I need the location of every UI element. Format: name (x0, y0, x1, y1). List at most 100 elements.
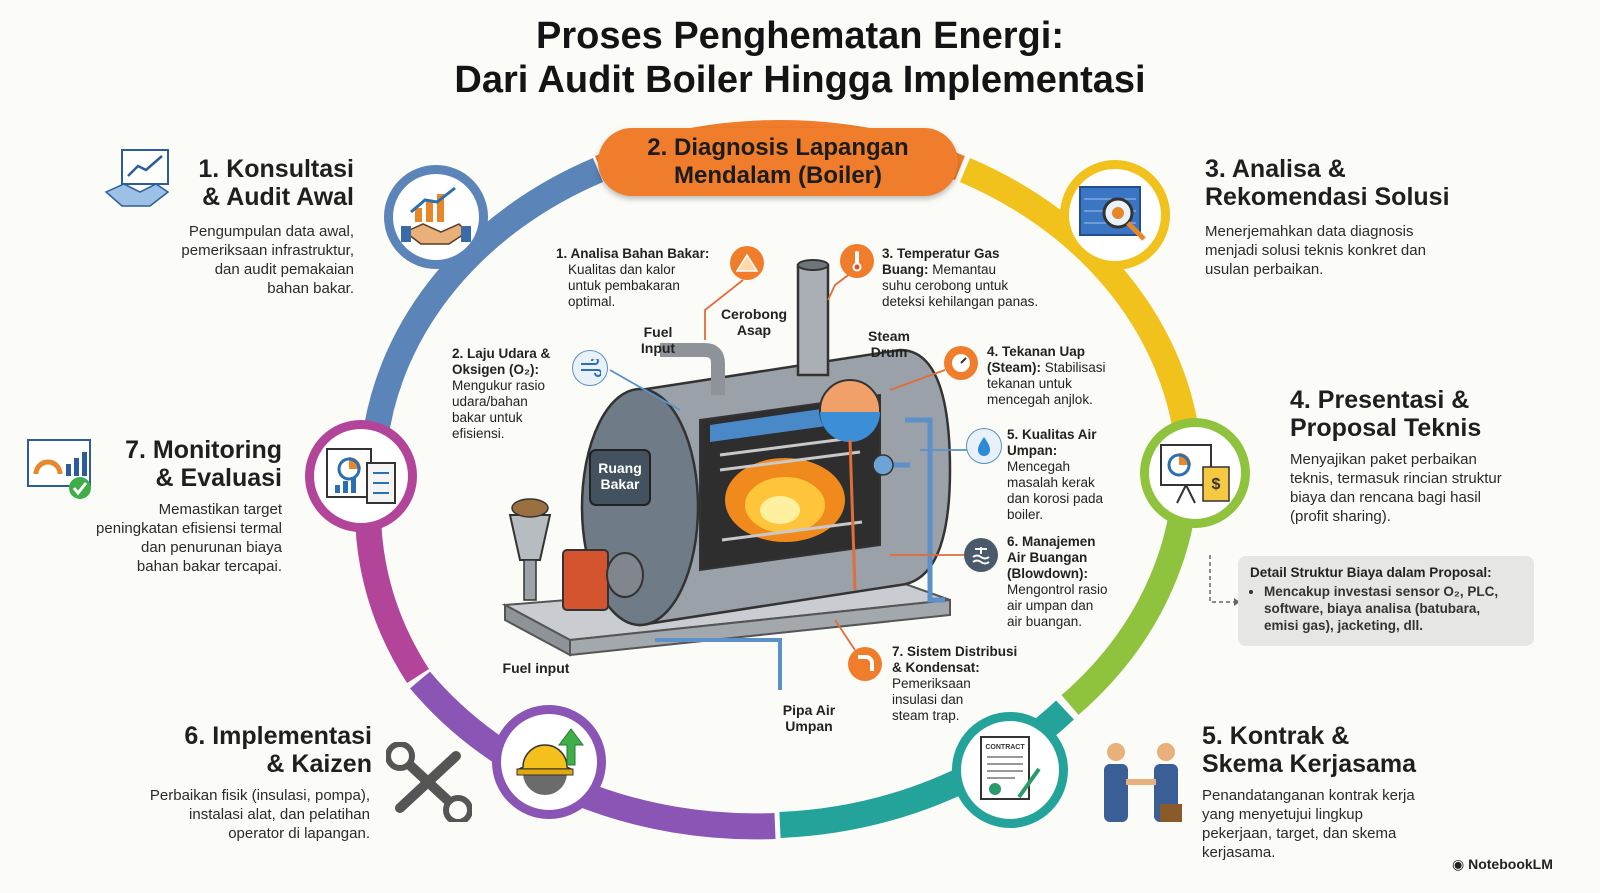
step3-title-line1: 3. Analisa & (1205, 155, 1346, 183)
cost-box-leader (1209, 555, 1234, 603)
callout-line: Stabilisasi (1044, 360, 1106, 375)
step1-title: 1. Konsultasi & Audit Awal (140, 155, 354, 211)
step1-title-line2: & Audit Awal (202, 183, 354, 211)
step4-desc-line: teknis, termasuk rincian struktur (1290, 470, 1502, 487)
airflow-icon (572, 350, 608, 386)
cost-structure-box: Detail Struktur Biaya dalam Proposal: Me… (1238, 556, 1534, 646)
blowdown-valve-icon (964, 538, 998, 572)
wrench-tools-icon (386, 742, 472, 822)
step7-description: Memastikan target peningkatan efisiensi … (30, 500, 282, 576)
step1-title-line1: 1. Konsultasi (198, 155, 354, 183)
callout-line: Pemeriksaan (892, 676, 971, 691)
step6-desc-line: Perbaikan fisik (insulasi, pompa), (149, 787, 370, 804)
fire-triangle-icon (730, 246, 764, 280)
step5-title-line2: Skema Kerjasama (1202, 750, 1417, 778)
callout-line: dan korosi pada (1007, 491, 1104, 506)
label-steam-drum: Steam Drum (858, 328, 920, 360)
callout-title: 2. Laju Udara & (452, 346, 551, 361)
label-line: Drum (870, 344, 908, 360)
callout-title: Air Buangan (1007, 550, 1088, 565)
step7-icon-circle (305, 420, 417, 532)
callout-line: efisiensi. (452, 426, 505, 441)
step6-desc-line: operator di lapangan. (228, 825, 370, 842)
label-line: Asap (736, 322, 772, 338)
callout-title: & Kondensat: (892, 660, 980, 675)
thermometer-icon (840, 244, 874, 278)
label-line: Cerobong (720, 306, 788, 322)
step5-desc-line: pekerjaan, target, dan skema (1202, 825, 1397, 842)
callout-flue-gas-temp: 3. Temperatur Gas Buang: Memantau suhu c… (882, 246, 1082, 310)
ring-arc-step3 (959, 158, 1198, 428)
callout-line: air umpan dan (1007, 598, 1094, 613)
title-line-2: Dari Audit Boiler Hingga Implementasi (454, 59, 1146, 101)
callout-line: untuk pembakaran (568, 278, 680, 293)
step4-desc-line: (profit sharing). (1290, 508, 1391, 525)
step5-description: Penandatanganan kontrak kerja yang menye… (1202, 786, 1482, 862)
label-chimney: Cerobong Asap (714, 306, 794, 338)
step5-desc-line: yang menyetujui lingkup (1202, 806, 1363, 823)
callout-line: tekanan untuk (987, 376, 1072, 391)
step3-desc-line: usulan perbaikan. (1205, 261, 1324, 278)
step3-title-line2: Rekomendasi Solusi (1205, 183, 1450, 211)
label-line: Steam (867, 328, 911, 344)
callout-title: 6. Manajemen (1007, 534, 1096, 549)
callout-line: air buangan. (1007, 614, 1083, 629)
step2-title-line1: 2. Diagnosis Lapangan (647, 134, 909, 161)
boiler-illustration (501, 259, 952, 690)
callout-title: 7. Sistem Distribusi (892, 644, 1018, 659)
step5-title: 5. Kontrak & Skema Kerjasama (1202, 722, 1482, 778)
callout-steam-pressure: 4. Tekanan Uap (Steam): Stabilisasi teka… (987, 344, 1137, 408)
callout-fuel-analysis: 1. Analisa Bahan Bakar: Kualitas dan kal… (556, 246, 726, 310)
cost-box-title: Detail Struktur Biaya dalam Proposal: (1250, 565, 1492, 580)
step7-title: 7. Monitoring & Evaluasi (90, 436, 282, 492)
step6-title: 6. Implementasi & Kaizen (130, 722, 372, 778)
step5-icon-circle: CONTRACT (952, 712, 1068, 828)
callout-line: suhu cerobong untuk (882, 278, 1009, 293)
step4-title-line1: 4. Presentasi & (1290, 386, 1470, 414)
business-handshake-icon (1104, 743, 1182, 822)
cost-box-line: software, biaya analisa (batubara, (1264, 601, 1481, 616)
callout-title: Oksigen (O₂): (452, 362, 540, 377)
callout-line: mencegah anjlok. (987, 392, 1093, 407)
label-combustion-chamber: Ruang Bakar (590, 460, 650, 492)
callout-title: 4. Tekanan Uap (987, 344, 1086, 359)
callout-line: udara/bahan (452, 394, 528, 409)
ring-arc-step1 (362, 158, 604, 442)
cost-box-line: Mencakup investasi sensor O₂, PLC, (1264, 584, 1499, 599)
callout-line: Mengontrol rasio (1007, 582, 1108, 597)
step3-title: 3. Analisa & Rekomendasi Solusi (1205, 155, 1505, 211)
callout-line: Mengukur rasio (452, 378, 546, 393)
callout-line: deteksi kehilangan panas. (882, 294, 1039, 309)
contract-document-icon: CONTRACT (980, 736, 1041, 800)
water-drop-icon (966, 428, 1002, 464)
label-line: Ruang (598, 460, 642, 476)
callout-title: 3. Temperatur Gas (882, 246, 1000, 261)
cost-box-list: Mencakup investasi sensor O₂, PLC, softw… (1250, 583, 1522, 634)
step4-desc-line: biaya dan rencana bagi hasil (1290, 489, 1481, 506)
step6-title-line2: & Kaizen (266, 750, 372, 778)
callout-line: Mencegah (1007, 459, 1071, 474)
cost-box-leader-arrow (1234, 598, 1240, 606)
monitor-dashboard-icon (27, 439, 91, 499)
callout-title: Umpan: (1007, 443, 1058, 458)
blueprint-magnifier-icon (1079, 186, 1146, 241)
step6-description: Perbaikan fisik (insulasi, pompa), insta… (60, 786, 370, 843)
step1-icon-circle (384, 165, 488, 269)
contract-doc-label: CONTRACT (985, 744, 1025, 751)
svg-text:$: $ (1212, 476, 1221, 493)
label-feedwater-pipe: Pipa Air Umpan (774, 702, 844, 734)
step7-title-line1: 7. Monitoring (125, 436, 282, 464)
step4-icon-circle: $ (1140, 418, 1250, 528)
pipe-fitting-icon (848, 647, 882, 681)
cost-box-line: emisi gas), jacketing, dll. (1264, 618, 1424, 633)
step6-icon-circle (492, 705, 606, 819)
step6-title-line1: 6. Implementasi (184, 722, 372, 750)
callout-line: steam trap. (892, 708, 960, 723)
callout-line: insulasi dan (892, 692, 964, 707)
label-line: Umpan (785, 718, 833, 734)
label-fuel-input-top: Fuel Input (630, 324, 686, 356)
label-fuel-input-bottom: Fuel input (488, 660, 584, 676)
callout-body: Kualitas dan kalor untuk pembakaran opti… (556, 262, 726, 310)
callout-distribution: 7. Sistem Distribusi & Kondensat: Pemeri… (892, 644, 1042, 724)
step1-desc-line: dan audit pemakaian (214, 261, 354, 278)
